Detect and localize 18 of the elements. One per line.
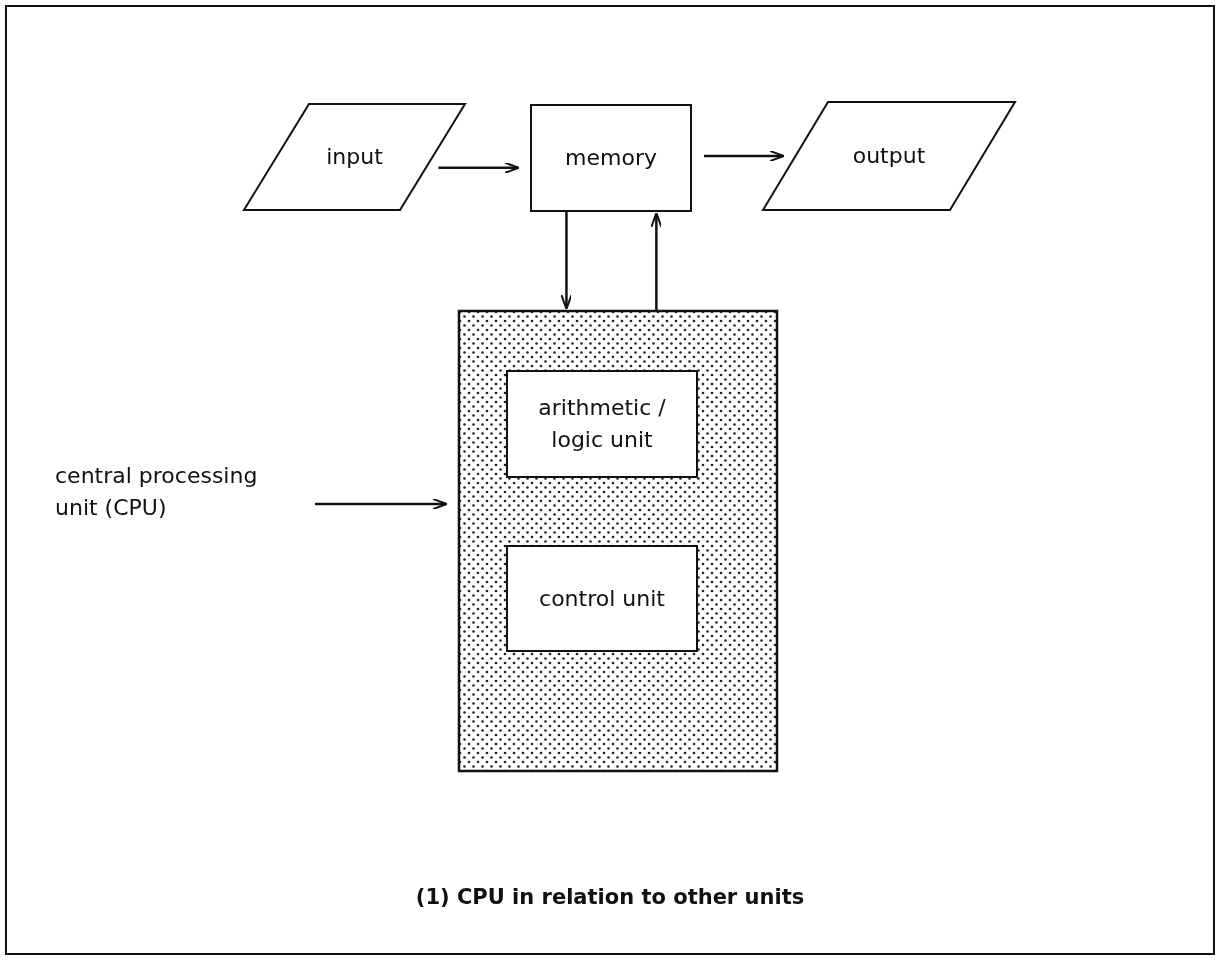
unit-box [506, 370, 698, 478]
input-parallelogram [243, 103, 466, 211]
output-parallelogram [762, 101, 1016, 211]
node-label: control unit [539, 584, 665, 613]
node-label: arithmetic / logic unit [537, 394, 667, 454]
cpu-label: central processing unit (CPU) [55, 462, 259, 522]
node-label: input [326, 143, 383, 172]
leader-line [315, 498, 448, 511]
node-label: output [852, 142, 926, 171]
unit-box [506, 545, 698, 652]
arrow [438, 161, 520, 174]
caption: (1) CPU in relation to other units [414, 885, 806, 909]
arrow [560, 212, 573, 310]
node-label: memory [565, 144, 657, 173]
arrow [650, 212, 663, 310]
arrow [704, 150, 785, 162]
memory-box [530, 104, 692, 212]
cpu-box [458, 310, 778, 772]
